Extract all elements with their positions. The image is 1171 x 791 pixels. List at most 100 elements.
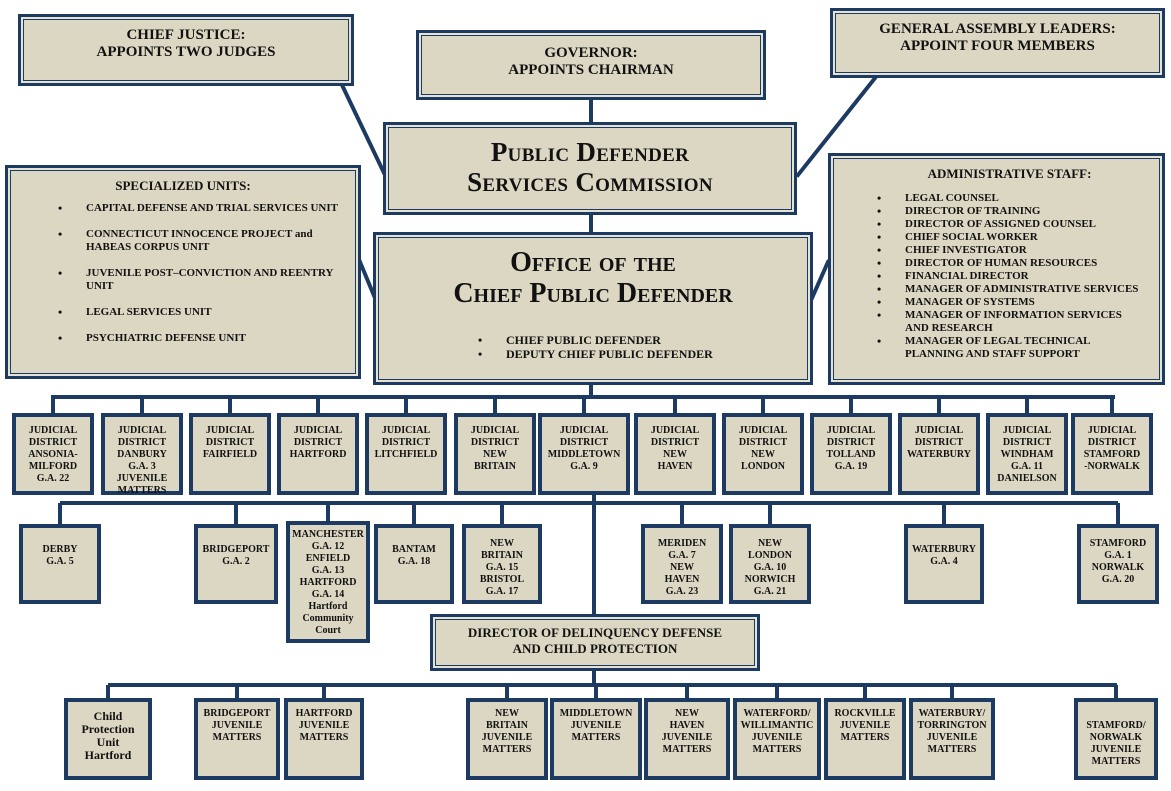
administrative-staff-box: ADMINISTRATIVE STAFF: •LEGAL COUNSEL•DIR… [828,153,1165,385]
office-box: Office of the Chief Public Defender •CHI… [373,232,813,385]
judicial-district-box-label: JUDICIAL DISTRICT DANBURY G.A. 3 JUVENIL… [116,425,168,496]
specialized-unit-item: •CAPITAL DEFENSE AND TRIAL SERVICES UNIT [58,201,338,215]
juvenile-office-box-label: STAMFORD/ NORWALK JUVENILE MATTERS [1086,720,1146,767]
judicial-district-box-label: JUDICIAL DISTRICT NEW HAVEN [650,425,700,472]
delinquency-director-text: DIRECTOR OF DELINQUENCY DEFENSE AND CHIL… [467,625,723,656]
administrative-staff-item: •LEGAL COUNSEL [877,191,999,205]
bullet-icon: • [877,269,882,283]
judicial-district-box: JUDICIAL DISTRICT HARTFORD [277,413,359,495]
judicial-district-box-label: JUDICIAL DISTRICT STAMFORD -NORWALK [1083,425,1141,472]
juvenile-office-box: NEW HAVEN JUVENILE MATTERS [644,698,730,780]
administrative-staff-list: •LEGAL COUNSEL•DIRECTOR OF TRAINING•DIRE… [877,191,1154,361]
judicial-district-box-label: JUDICIAL DISTRICT HARTFORD [289,425,347,460]
geographic-area-box: NEW LONDON G.A. 10 NORWICH G.A. 21 [729,524,811,604]
geographic-area-box: NEW BRITAIN G.A. 15 BRISTOL G.A. 17 [462,524,542,604]
judicial-district-box: JUDICIAL DISTRICT LITCHFIELD [365,413,447,495]
bullet-icon: • [877,204,882,218]
judicial-district-box-label: JUDICIAL DISTRICT LITCHFIELD [374,425,438,460]
general-assembly-text: GENERAL ASSEMBLY LEADERS: APPOINT FOUR M… [879,21,1116,54]
juvenile-office-box: WATERFORD/ WILLIMANTIC JUVENILE MATTERS [733,698,821,780]
juvenile-office-box: WATERBURY/ TORRINGTON JUVENILE MATTERS [909,698,995,780]
judicial-district-box-label: JUDICIAL DISTRICT MIDDLETOWN G.A. 9 [547,425,621,472]
juvenile-office-box: BRIDGEPORT JUVENILE MATTERS [194,698,280,780]
juvenile-office-box-label: NEW BRITAIN JUVENILE MATTERS [481,708,533,755]
specialized-unit-item: •CONNECTICUT INNOCENCE PROJECT and HABEA… [58,227,313,254]
administrative-staff-item: •CHIEF INVESTIGATOR [877,243,1027,257]
administrative-staff-item: •MANAGER OF ADMINISTRATIVE SERVICES [877,282,1139,296]
governor-text: GOVERNOR: APPOINTS CHAIRMAN [508,45,674,78]
judicial-district-box-label: JUDICIAL DISTRICT NEW LONDON [738,425,788,472]
judicial-district-box-label: JUDICIAL DISTRICT TOLLAND G.A. 19 [826,425,876,472]
judicial-district-box: JUDICIAL DISTRICT ANSONIA- MILFORD G.A. … [12,413,94,495]
office-list: •CHIEF PUBLIC DEFENDER •DEPUTY CHIEF PUB… [478,333,810,361]
geographic-area-box: BRIDGEPORT G.A. 2 [194,524,278,604]
judicial-district-box-label: JUDICIAL DISTRICT FAIRFIELD [202,425,258,460]
bullet-icon: • [877,295,882,309]
bullet-icon: • [877,334,882,348]
commission-box: Public Defender Services Commission [383,122,797,215]
bullet-icon: • [877,217,882,231]
juvenile-office-box-label: WATERFORD/ WILLIMANTIC JUVENILE MATTERS [740,708,814,755]
bullet-icon: • [877,308,882,322]
judicial-district-box: JUDICIAL DISTRICT WATERBURY [898,413,980,495]
administrative-staff-item: •MANAGER OF INFORMATION SERVICES AND RES… [877,308,1122,335]
geographic-area-box-label: WATERBURY G.A. 4 [912,544,976,567]
connector-specialized [357,259,378,301]
specialized-unit-item: •JUVENILE POST–CONVICTION AND REENTRY UN… [58,266,334,293]
juvenile-office-box: Child Protection Unit Hartford [64,698,152,780]
juvenile-office-box: NEW BRITAIN JUVENILE MATTERS [466,698,548,780]
administrative-staff-item: •MANAGER OF SYSTEMS [877,295,1035,309]
geographic-area-box-label: DERBY G.A. 5 [42,544,78,567]
judicial-district-box-label: JUDICIAL DISTRICT ANSONIA- MILFORD G.A. … [28,425,78,484]
judicial-district-box: JUDICIAL DISTRICT FAIRFIELD [189,413,271,495]
geographic-area-box-label: MANCHESTER G.A. 12 ENFIELD G.A. 13 HARTF… [292,529,364,636]
geographic-area-box: DERBY G.A. 5 [19,524,101,604]
judicial-district-box: JUDICIAL DISTRICT NEW LONDON [722,413,804,495]
governor-box: GOVERNOR: APPOINTS CHAIRMAN [416,30,766,100]
specialized-units-title: SPECIALIZED UNITS: [115,178,251,193]
specialized-units-list: •CAPITAL DEFENSE AND TRIAL SERVICES UNIT… [58,201,348,345]
administrative-staff-item: •DIRECTOR OF HUMAN RESOURCES [877,256,1098,270]
juvenile-office-box: HARTFORD JUVENILE MATTERS [284,698,364,780]
geographic-area-box-label: MERIDEN G.A. 7 NEW HAVEN G.A. 23 [657,538,707,597]
juvenile-office-box-label: Child Protection Unit Hartford [81,709,135,762]
connector-chief-justice [339,82,388,178]
geographic-area-box-label: BRIDGEPORT G.A. 2 [202,544,270,567]
geographic-area-box: WATERBURY G.A. 4 [904,524,984,604]
administrative-staff-item: •DIRECTOR OF ASSIGNED COUNSEL [877,217,1097,231]
delinquency-director-box: DIRECTOR OF DELINQUENCY DEFENSE AND CHIL… [430,614,760,671]
geographic-area-box-label: NEW LONDON G.A. 10 NORWICH G.A. 21 [744,538,796,597]
administrative-staff-title: ADMINISTRATIVE STAFF: [927,166,1092,181]
juvenile-office-box: MIDDLETOWN JUVENILE MATTERS [550,698,642,780]
specialized-unit-item: •LEGAL SERVICES UNIT [58,305,212,319]
juvenile-office-box-label: HARTFORD JUVENILE MATTERS [295,708,353,743]
administrative-staff-item: •DIRECTOR OF TRAINING [877,204,1041,218]
office-item: •DEPUTY CHIEF PUBLIC DEFENDER [478,347,713,361]
judicial-district-box: JUDICIAL DISTRICT WINDHAM G.A. 11 DANIEL… [986,413,1068,495]
judicial-district-box-label: JUDICIAL DISTRICT NEW BRITAIN [470,425,520,472]
juvenile-office-box: STAMFORD/ NORWALK JUVENILE MATTERS [1074,698,1158,780]
juvenile-office-box-label: BRIDGEPORT JUVENILE MATTERS [203,708,271,743]
administrative-staff-item: •MANAGER OF LEGAL TECHNICAL PLANNING AND… [877,334,1091,361]
judicial-district-box: JUDICIAL DISTRICT STAMFORD -NORWALK [1071,413,1153,495]
general-assembly-box: GENERAL ASSEMBLY LEADERS: APPOINT FOUR M… [830,8,1165,78]
connector-general-assembly [795,75,878,178]
juvenile-office-box-label: NEW HAVEN JUVENILE MATTERS [661,708,713,755]
specialized-units-box: SPECIALIZED UNITS: •CAPITAL DEFENSE AND … [5,165,361,379]
judicial-district-box: JUDICIAL DISTRICT MIDDLETOWN G.A. 9 [538,413,630,495]
geographic-area-box: MERIDEN G.A. 7 NEW HAVEN G.A. 23 [641,524,723,604]
geographic-area-box: BANTAM G.A. 18 [374,524,454,604]
judicial-district-box: JUDICIAL DISTRICT NEW HAVEN [634,413,716,495]
geographic-area-box: STAMFORD G.A. 1 NORWALK G.A. 20 [1077,524,1159,604]
bullet-icon: • [877,243,882,257]
bullet-icon: • [877,256,882,270]
judicial-district-box-label: JUDICIAL DISTRICT WATERBURY [907,425,971,460]
commission-title: Public Defender Services Commission [467,137,713,197]
judicial-district-box-label: JUDICIAL DISTRICT WINDHAM G.A. 11 DANIEL… [997,425,1057,484]
juvenile-office-box-label: MIDDLETOWN JUVENILE MATTERS [559,708,633,743]
geographic-area-box-label: STAMFORD G.A. 1 NORWALK G.A. 20 [1089,538,1147,585]
administrative-staff-item: •CHIEF SOCIAL WORKER [877,230,1038,244]
judicial-district-box: JUDICIAL DISTRICT NEW BRITAIN [454,413,536,495]
juvenile-office-box-label: WATERBURY/ TORRINGTON JUVENILE MATTERS [917,708,987,755]
